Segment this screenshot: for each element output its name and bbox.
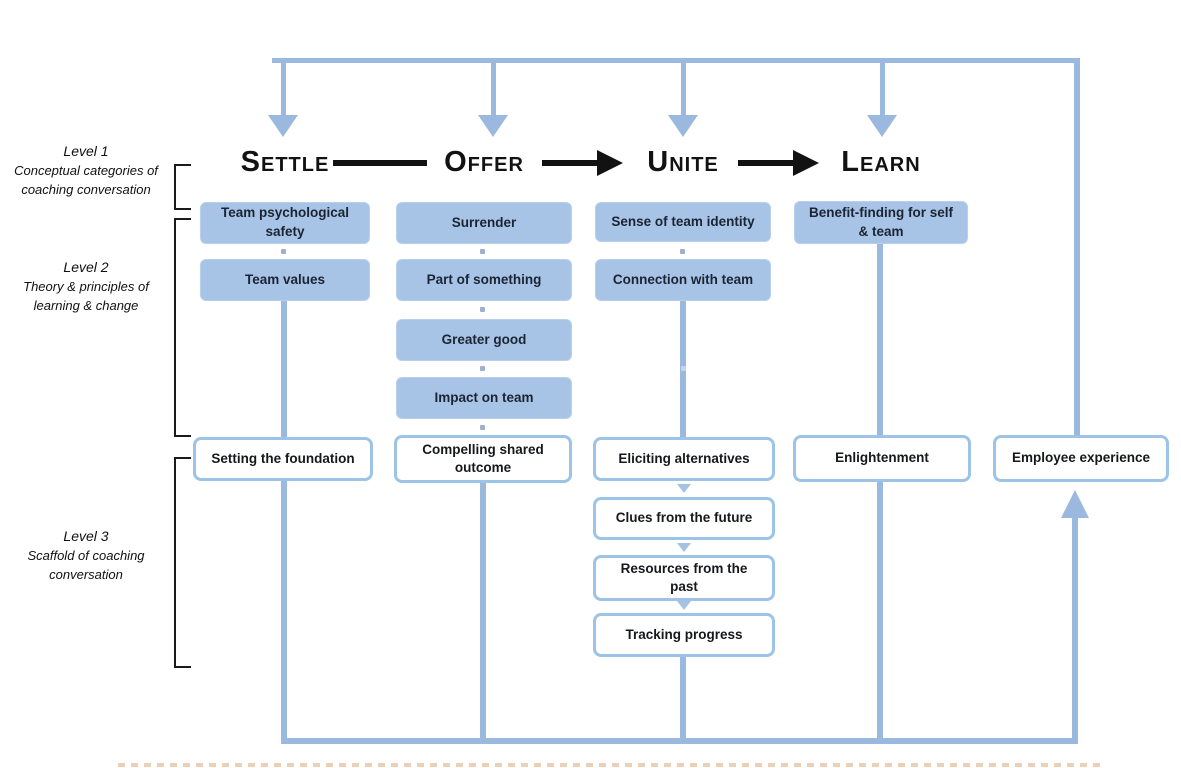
unite-learn-arrow-icon	[793, 150, 819, 176]
right-top-feedback-line	[1074, 58, 1080, 438]
feedback-up-arrow-shaft	[1072, 516, 1078, 740]
learn-column-line	[877, 243, 883, 740]
down-arrow-unite-icon	[668, 115, 698, 137]
box-benefit-finding: Benefit-finding for self & team	[794, 201, 968, 244]
header-learn: Learn	[841, 146, 921, 178]
level1-bracket	[174, 164, 191, 210]
box-resources-from-the-past: Resources from the past	[593, 555, 775, 601]
header-settle: Settle	[240, 146, 330, 178]
box-setting-the-foundation: Setting the foundation	[193, 437, 373, 481]
level2-title: Level 2	[63, 259, 109, 275]
box-impact-on-team: Impact on team	[396, 377, 572, 419]
down-arrow-settle-icon	[268, 115, 298, 137]
level2-label: Level 2 Theory & principles of learning …	[0, 259, 172, 316]
feedback-up-arrow-icon	[1061, 490, 1089, 518]
box-surrender: Surrender	[396, 202, 572, 244]
offer-column-line	[480, 460, 486, 740]
down-arrow-learn-shaft	[880, 62, 885, 117]
box-tracking-progress: Tracking progress	[593, 613, 775, 657]
chevron-down-icon	[677, 484, 691, 493]
down-arrow-unite-shaft	[681, 62, 686, 117]
dot-connector-icon	[281, 249, 286, 254]
level2-bracket	[174, 218, 191, 437]
box-connection-with-team: Connection with team	[595, 259, 771, 301]
top-feedback-line	[272, 58, 1080, 63]
box-team-values: Team values	[200, 259, 370, 301]
dot-connector-icon	[480, 425, 485, 430]
box-greater-good: Greater good	[396, 319, 572, 361]
level2-subtitle: Theory & principles of learning & change	[23, 279, 149, 313]
down-arrow-offer-shaft	[491, 62, 496, 117]
level1-subtitle: Conceptual categories of coaching conver…	[14, 163, 158, 197]
box-sense-of-team-identity: Sense of team identity	[595, 202, 771, 242]
level1-title: Level 1	[63, 143, 109, 159]
down-arrow-learn-icon	[867, 115, 897, 137]
box-clues-from-the-future: Clues from the future	[593, 497, 775, 540]
settle-column-line	[281, 299, 287, 740]
chevron-down-icon	[677, 543, 691, 552]
bottom-feedback-line	[281, 738, 1078, 744]
unite-column-line-lower	[680, 653, 686, 740]
dot-connector-icon	[480, 249, 485, 254]
settle-offer-line	[333, 160, 427, 166]
dot-connector-icon	[681, 366, 686, 371]
chevron-down-icon	[677, 601, 691, 610]
box-enlightenment: Enlightenment	[793, 435, 971, 482]
down-arrow-offer-icon	[478, 115, 508, 137]
level3-label: Level 3 Scaffold of coaching conversatio…	[0, 528, 172, 585]
level1-label: Level 1 Conceptual categories of coachin…	[0, 143, 172, 200]
box-compelling-shared-outcome: Compelling shared outcome	[394, 435, 572, 483]
unite-learn-arrow-shaft	[738, 160, 794, 166]
box-employee-experience: Employee experience	[993, 435, 1169, 482]
level3-title: Level 3	[63, 528, 109, 544]
header-unite: Unite	[647, 146, 719, 178]
offer-unite-arrow-icon	[597, 150, 623, 176]
offer-unite-arrow-shaft	[542, 160, 598, 166]
dot-connector-icon	[480, 366, 485, 371]
header-offer: Offer	[444, 146, 524, 178]
level3-bracket	[174, 457, 191, 668]
box-eliciting-alternatives: Eliciting alternatives	[593, 437, 775, 481]
box-part-of-something: Part of something	[396, 259, 572, 301]
cutoff-caption-strip	[118, 763, 1103, 767]
dot-connector-icon	[480, 307, 485, 312]
level3-subtitle: Scaffold of coaching conversation	[27, 548, 145, 582]
box-team-psychological-safety: Team psychological safety	[200, 202, 370, 244]
down-arrow-settle-shaft	[281, 62, 286, 117]
dot-connector-icon	[680, 249, 685, 254]
